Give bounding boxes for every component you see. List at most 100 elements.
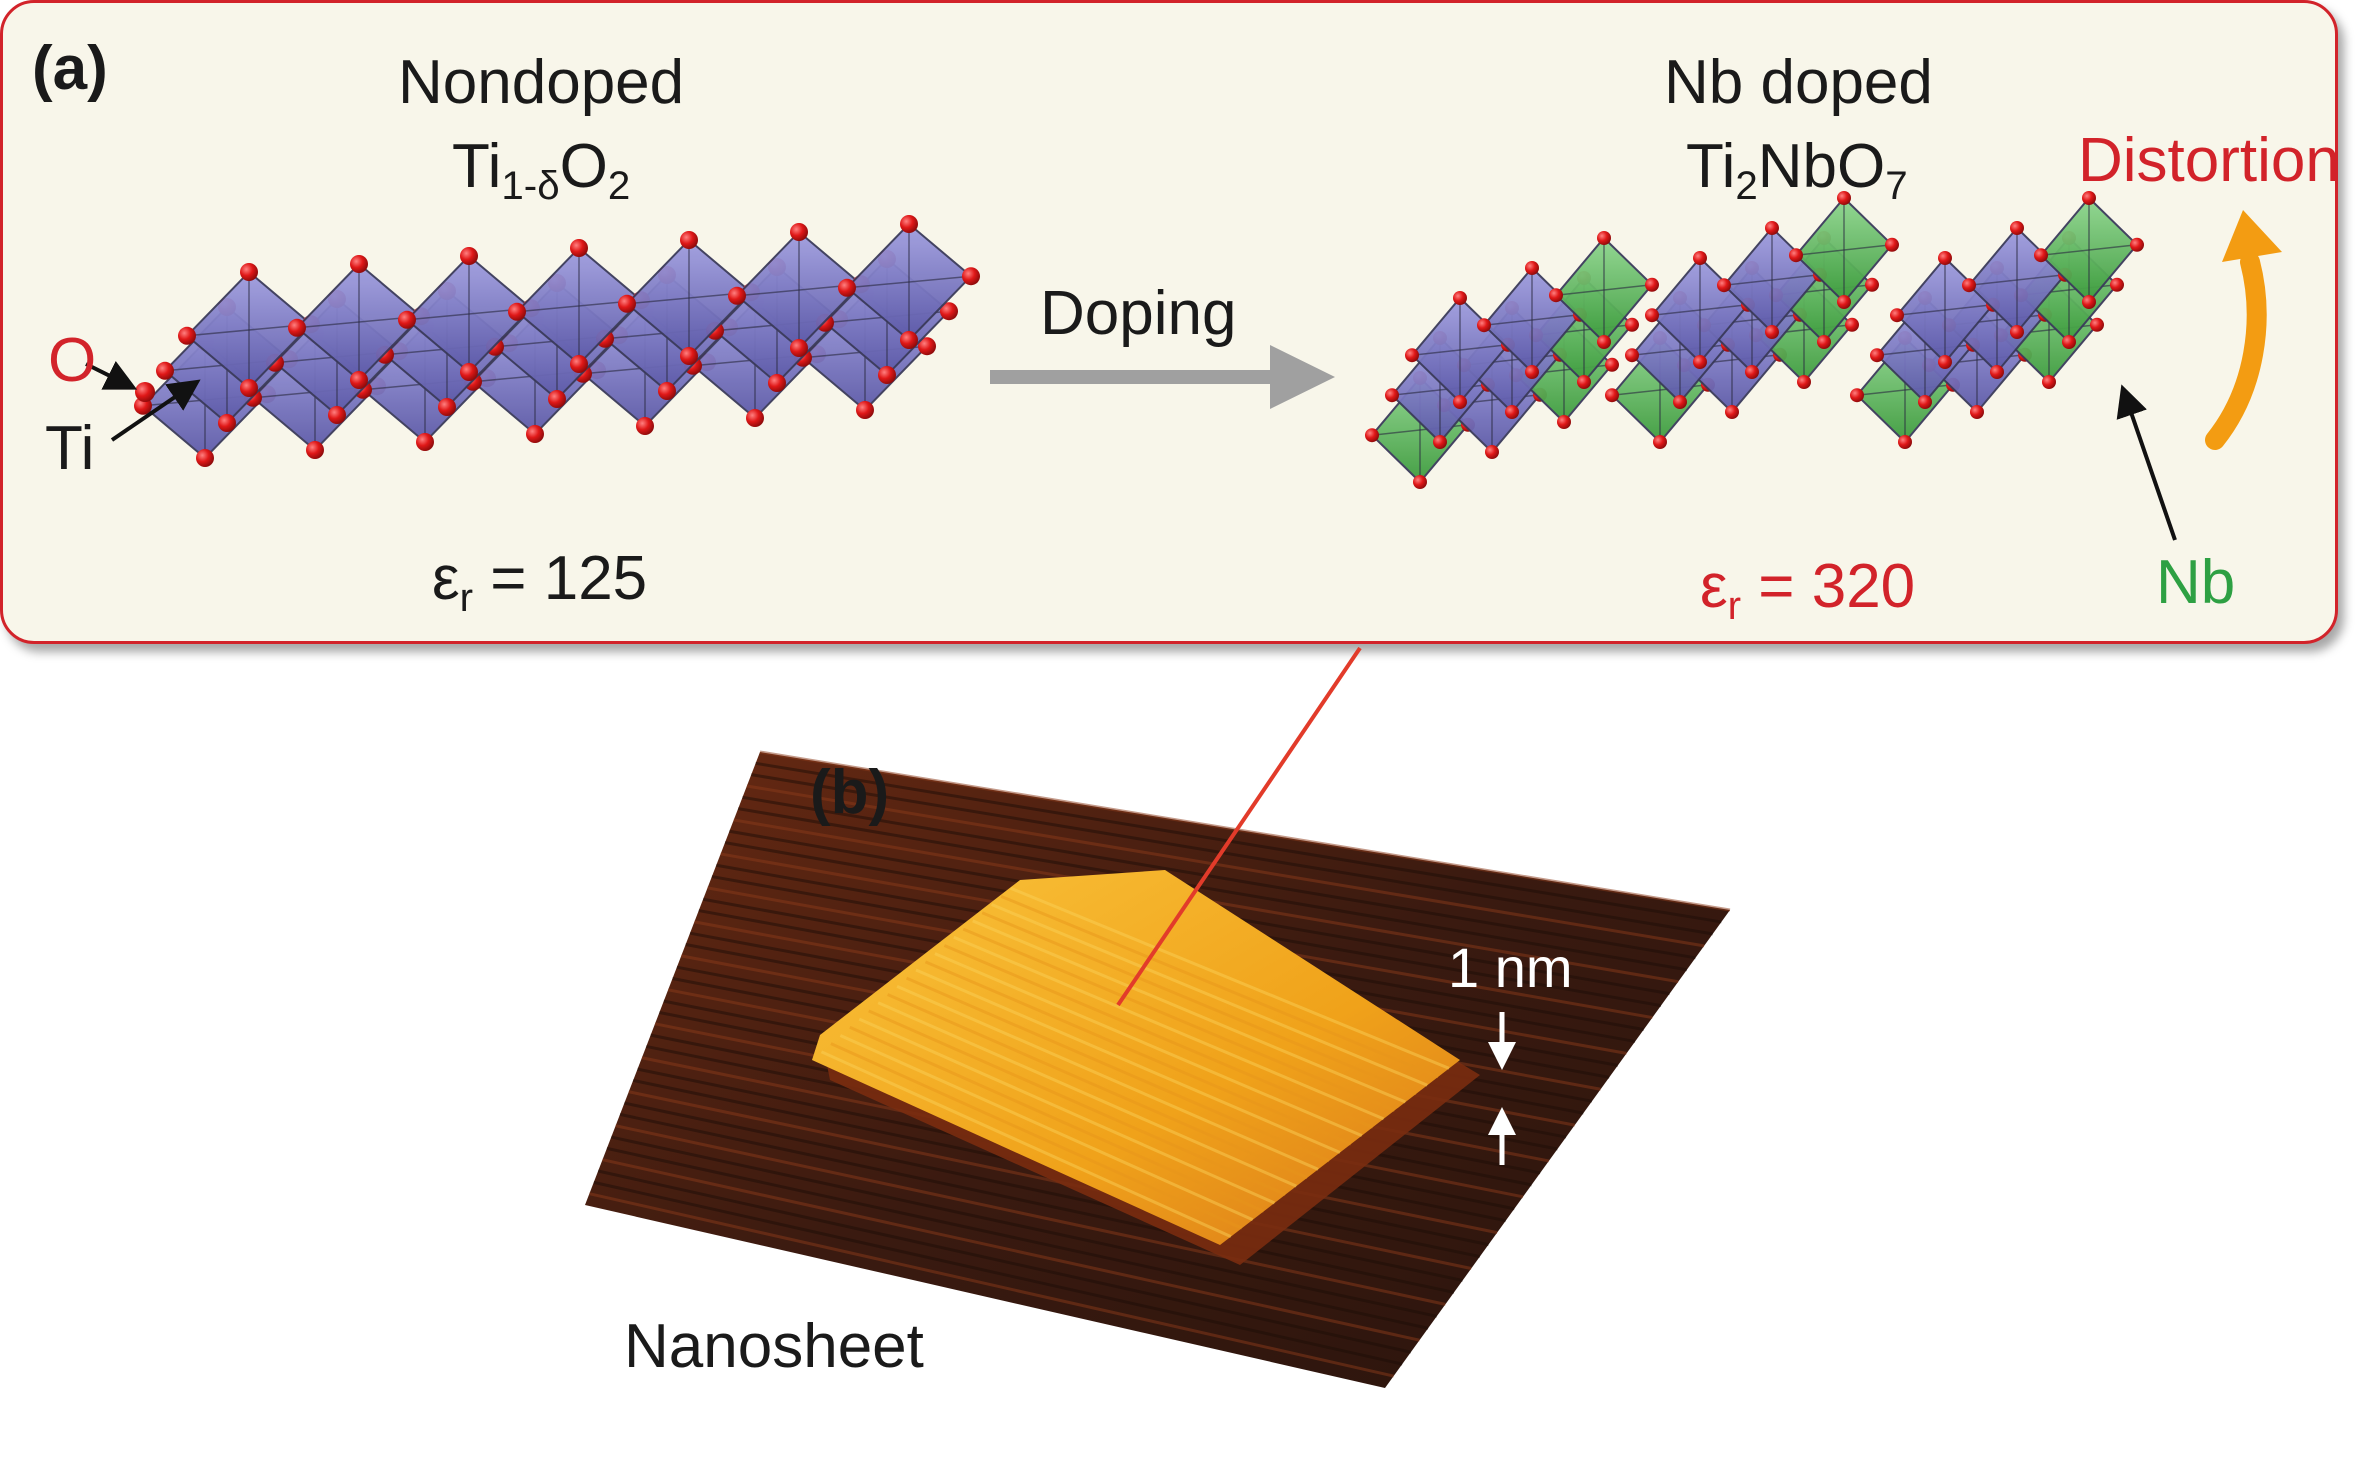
oxygen-atom [1453,291,1467,305]
oxygen-atom [1745,365,1759,379]
oxygen-atom [2082,295,2096,309]
oxygen-atom [1693,251,1707,265]
oxygen-atom [1525,261,1539,275]
oxygen-atom [350,255,368,273]
nb-pointer [2116,384,2177,541]
oxygen-atom [2110,277,2124,292]
nanosheet-label: Nanosheet [624,1312,924,1381]
oxygen-atom [790,223,808,241]
oxygen-atom [526,425,544,443]
oxygen-atom [636,417,654,435]
nondoped-crystal-structure [134,215,980,467]
oxygen-atom [1850,388,1864,403]
oxygen-atom [768,374,786,392]
oxygen-atom [2062,335,2076,349]
oxygen-atom [1385,388,1399,403]
oxygen-atom [1890,308,1904,323]
oxygen-atom [746,409,764,427]
ti-octahedron [405,254,533,374]
oxygen-atom [1717,278,1731,293]
oxygen-atom [1837,295,1851,309]
oxygen-atom [1645,277,1659,292]
oxygen-atom [1557,415,1571,429]
oxygen-atom [856,401,874,419]
oxygen-atom [1605,357,1619,372]
distortion-label: Distortion [2078,126,2340,195]
oxygen-atom [1485,445,1499,459]
oxygen-atom [570,239,588,257]
oxygen-atom [2130,237,2144,252]
nanosheet-texture [820,886,1450,1238]
oxygen-atom [306,441,324,459]
oxygen-atom [940,302,958,321]
oxygen-label: O [48,326,97,395]
oxygen-atom [878,366,896,384]
oxygen-atom [1817,335,1831,349]
oxygen-atom [1845,317,1859,332]
thickness-label: 1 nm [1448,936,1573,999]
nb-octahedron [1554,236,1654,344]
oxygen-atom [1405,348,1419,363]
oxygen-atom [1597,231,1611,245]
oxygen-atom [1625,317,1639,332]
oxygen-atom [156,361,174,380]
oxygen-atom [1865,277,1879,292]
oxygen-atom [680,231,698,249]
oxygen-atom [2010,325,2024,339]
oxygen-atom [1990,365,2004,379]
nb-label: Nb [2156,548,2236,617]
oxygen-atom [1525,365,1539,379]
oxygen-atom [1605,388,1619,403]
oxygen-atom [570,355,588,373]
oxygen-atom [918,337,936,356]
ti-octahedron [845,222,973,342]
panel-b-label: (b) [810,758,890,827]
oxygen-atom [1413,475,1427,489]
oxygen-atom [1577,375,1591,389]
oxygen-atom [1645,308,1659,323]
oxygen-atom [2010,221,2024,235]
doping-arrow [990,345,1335,409]
nanosheet [812,870,1460,1245]
panel-a-label: (a) [32,34,108,103]
oxygen-atom [900,331,918,349]
oxygen-atom [1693,355,1707,369]
oxygen-atom [328,406,346,424]
nb-doped-permittivity: εr = 320 [1700,552,1916,629]
oxygen-atom [680,347,698,365]
oxygen-atom [416,433,434,451]
oxygen-atom [1433,435,1447,449]
oxygen-atom [728,286,746,305]
oxygen-atom [1477,318,1491,333]
oxygen-atom [1918,395,1932,409]
oxygen-atom [1870,348,1884,363]
oxygen-atom [178,326,196,345]
oxygen-atom [1938,251,1952,265]
oxygen-atom [240,379,258,397]
oxygen-atom [1797,375,1811,389]
oxygen-atom [1505,405,1519,419]
nondoped-formula: Ti1-δO2 [452,132,631,209]
oxygen-atom [790,339,808,357]
nondoped-title: Nondoped [398,48,685,117]
oxygen-atom [288,318,306,337]
oxygen-atom [350,371,368,389]
oxygen-atom [508,302,526,321]
oxygen-atom [218,414,236,432]
oxygen-atom [196,449,214,467]
oxygen-atom [460,247,478,265]
oxygen-atom [1597,335,1611,349]
oxygen-atom [240,263,258,281]
oxygen-atom [135,382,155,402]
oxygen-atom [1962,278,1976,293]
doping-label: Doping [1040,279,1237,348]
nondoped-permittivity: εr = 125 [432,544,648,621]
oxygen-atom [1765,221,1779,235]
oxygen-atom [900,215,918,233]
nb-doped-crystal-structure [1365,191,2144,489]
oxygen-atom [438,398,456,416]
oxygen-atom [460,363,478,381]
thickness-arrows [1488,1012,1516,1165]
oxygen-atom [2034,248,2048,263]
